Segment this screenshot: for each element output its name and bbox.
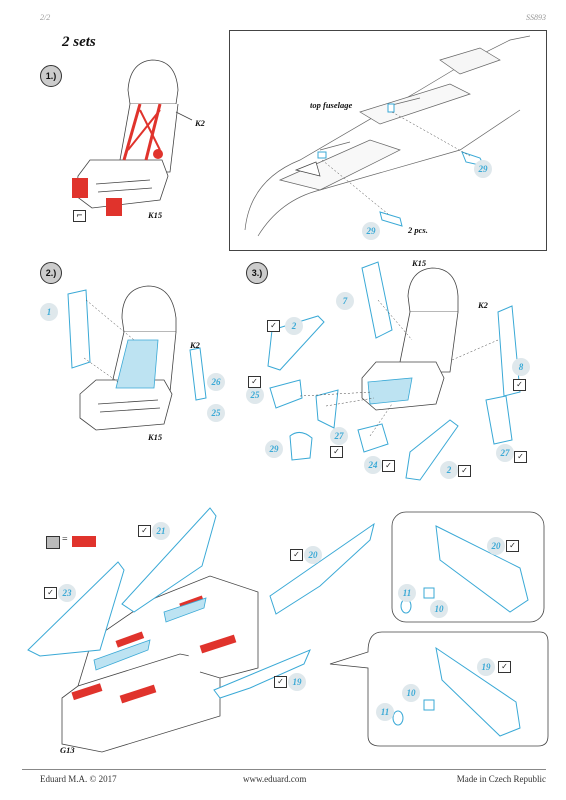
part-29-b: 29 xyxy=(362,222,380,240)
top-fuselage-label: top fuselage xyxy=(310,100,353,110)
part-24: 26 xyxy=(207,373,225,391)
part-17-b: 19 xyxy=(477,658,495,676)
part-23-b: 25 xyxy=(246,386,264,404)
seat-drawing-step2 xyxy=(79,285,177,431)
k15-label-step3: K15 xyxy=(412,258,427,268)
part-23-a: 25 xyxy=(207,404,225,422)
page-number: 2/2 xyxy=(40,13,51,22)
footer-divider xyxy=(22,769,546,770)
step-2-marker: 2.) xyxy=(40,262,62,284)
etch-parts-step3 xyxy=(267,261,521,481)
etch-parts-step2 xyxy=(67,289,207,401)
part-20: 23 xyxy=(58,584,76,602)
detail-parts xyxy=(392,525,529,737)
bend-icon: ✓ xyxy=(267,320,280,332)
part-10-b: 10 xyxy=(402,684,420,702)
step-3-marker: 3.) xyxy=(246,262,268,284)
bend-icon: ✓ xyxy=(498,661,511,673)
bend-icon: ✓ xyxy=(506,540,519,552)
part-18-a: 20 xyxy=(304,546,322,564)
k15-label-step2: K15 xyxy=(148,432,163,442)
footer-origin: Made in Czech Republic xyxy=(456,774,546,784)
k2-label-step1: K2 xyxy=(195,118,205,128)
k2-label-step3: K2 xyxy=(478,300,488,310)
red-color-swatch xyxy=(72,536,96,547)
legend-equals: = xyxy=(62,534,68,545)
etch-parts-bottom xyxy=(27,507,375,699)
part-26: 27 xyxy=(330,427,348,445)
footer-copyright: Eduard M.A. © 2017 xyxy=(40,774,117,784)
bend-icon: ✓ xyxy=(138,525,151,537)
part-27: 29 xyxy=(265,440,283,458)
bend-icon: ✓ xyxy=(382,460,395,472)
bend-icon: ✓ xyxy=(330,446,343,458)
g13-console-drawing xyxy=(61,575,259,753)
bend-icon: ✓ xyxy=(290,549,303,561)
bend-icon: ✓ xyxy=(248,376,261,388)
part-8: 8 xyxy=(512,358,530,376)
bend-icon: ⌐ xyxy=(73,210,86,222)
part-11-a: 11 xyxy=(398,584,416,602)
bend-icon: ✓ xyxy=(513,379,526,391)
two-pcs-label: 2 pcs. xyxy=(408,225,428,235)
bend-icon: ✓ xyxy=(458,465,471,477)
bend-icon: ✓ xyxy=(44,587,57,599)
footer-website: www.eduard.com xyxy=(243,774,307,784)
step-1-fuselage-panel xyxy=(229,30,547,251)
fuselage-drawing xyxy=(244,35,531,237)
part-21: 24 xyxy=(364,456,382,474)
page-title: 2 sets xyxy=(62,34,96,50)
part-7: 7 xyxy=(336,292,354,310)
g13-label: G13 xyxy=(60,745,75,755)
seat-drawing-step1 xyxy=(72,59,193,216)
part-29-a: 29 xyxy=(474,160,492,178)
part-25: 27 xyxy=(496,444,514,462)
seat-drawing-step3 xyxy=(361,267,459,411)
part-2-b: 2 xyxy=(440,461,458,479)
part-17-a: 19 xyxy=(288,673,306,691)
step-1-marker: 1.) xyxy=(40,65,62,87)
part-1: 1 xyxy=(40,303,58,321)
part-11-b: 11 xyxy=(376,703,394,721)
k15-label-step1: K15 xyxy=(148,210,163,220)
kit-code: SS893 xyxy=(526,13,546,22)
part-2-a: 2 xyxy=(285,317,303,335)
bend-icon: ✓ xyxy=(514,451,527,463)
k2-label-step2: K2 xyxy=(190,340,200,350)
paint-icon xyxy=(46,536,60,549)
part-18-b: 20 xyxy=(487,537,505,555)
part-10-a: 10 xyxy=(430,600,448,618)
bend-icon: ✓ xyxy=(274,676,287,688)
part-19: 21 xyxy=(152,522,170,540)
